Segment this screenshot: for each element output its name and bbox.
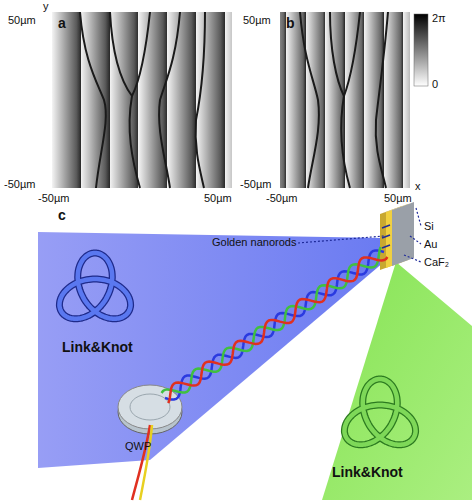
knot-figure — [344, 379, 415, 445]
panel-letter: a — [58, 16, 66, 31]
knot-figure — [59, 253, 130, 319]
knot-figure — [59, 253, 130, 319]
axis-label: Golden nanorods — [212, 236, 296, 248]
axis-label: y — [43, 0, 49, 12]
panel-letter: c — [58, 208, 66, 223]
axis-label: 0 — [432, 78, 438, 90]
axis-label: Si — [424, 220, 434, 232]
panel-letter: b — [286, 16, 295, 31]
axis-label: Link&Knot — [62, 340, 133, 355]
axis-label: -50µm — [38, 192, 69, 204]
axis-label: 50µm — [8, 14, 36, 26]
axis-label: -50µm — [266, 192, 297, 204]
axis-label: x — [415, 180, 421, 192]
axis-label: 2π — [432, 12, 446, 24]
knot-figure — [344, 379, 415, 445]
axis-label: Au — [424, 238, 437, 250]
helix-strand — [168, 257, 387, 403]
axis-label: 50µm — [243, 14, 271, 26]
axis-label: -50µm — [4, 178, 35, 190]
axis-label: Link&Knot — [332, 465, 403, 480]
axis-label: 50µm — [204, 192, 232, 204]
axis-label: -50µm — [240, 178, 271, 190]
axis-label: QWP — [125, 440, 151, 452]
axis-label: CaF₂ — [424, 256, 449, 268]
axis-label: 50µm — [384, 192, 412, 204]
helix-strand — [165, 251, 384, 400]
